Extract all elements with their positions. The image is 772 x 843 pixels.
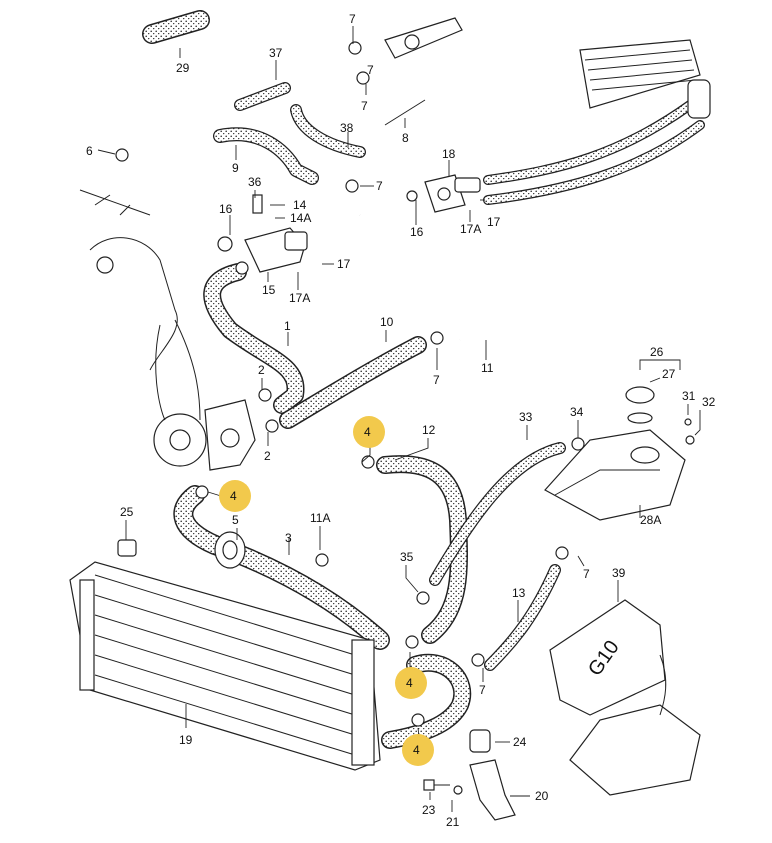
highlight-label: 4 (406, 676, 413, 690)
hose-10 (279, 336, 427, 429)
label-34: 34 (570, 405, 584, 419)
bolt-23 (423, 779, 450, 791)
label-7: 7 (349, 12, 356, 26)
label-17: 17 (487, 215, 501, 229)
heater-hoses (483, 100, 705, 205)
hose-clamps (115, 41, 695, 795)
label-37: 37 (269, 46, 283, 60)
label-10: 10 (380, 315, 394, 329)
label-7: 7 (376, 179, 383, 193)
label-26: 26 (650, 345, 664, 359)
label-19: 19 (179, 733, 193, 747)
highlight-label: 4 (364, 425, 371, 439)
engine-block (79, 189, 256, 471)
label-7: 7 (433, 373, 440, 387)
label-15: 15 (262, 283, 276, 297)
valve-top (384, 17, 463, 59)
label-29: 29 (176, 61, 190, 75)
label-2: 2 (264, 449, 271, 463)
rubber-mount-24 (469, 729, 491, 753)
label-17a: 17A (289, 291, 310, 305)
reservoir-39: G10 (549, 599, 701, 796)
label-14a: 14A (290, 211, 311, 225)
hose-1 (203, 263, 305, 414)
label-14: 14 (293, 198, 307, 212)
highlight-label: 4 (230, 489, 237, 503)
label-3: 3 (285, 531, 292, 545)
bracket-20 (469, 759, 516, 821)
highlighted-callouts: 4 4 4 4 (219, 416, 434, 766)
label-28a: 28A (640, 513, 661, 527)
flange-18 (424, 174, 481, 213)
heater-core (579, 39, 711, 119)
label-1: 1 (284, 319, 291, 333)
label-12: 12 (422, 423, 436, 437)
hose-37 (234, 82, 291, 111)
leader-lines (97, 26, 701, 812)
label-27: 27 (662, 367, 676, 381)
highlight-circle (353, 416, 385, 448)
label-11: 11 (481, 361, 494, 375)
highlight-circle (219, 480, 251, 512)
highlight-label: 4 (413, 743, 420, 757)
parts: G10 (69, 17, 711, 821)
label-13: 13 (512, 586, 526, 600)
grommet-25 (117, 539, 137, 557)
label-31: 31 (682, 389, 696, 403)
expansion-tank-28a (544, 386, 686, 521)
label-8: 8 (402, 131, 409, 145)
pipe-11 (359, 213, 492, 342)
hose-13 (484, 564, 561, 671)
label-2: 2 (258, 363, 265, 377)
label-18: 18 (442, 147, 456, 161)
thermostat-housing-15 (217, 194, 308, 273)
label-33: 33 (519, 410, 533, 424)
hose-33 (429, 442, 566, 586)
highlight-circle (402, 734, 434, 766)
cable-tie-8 (384, 99, 426, 126)
label-17a: 17A (460, 222, 481, 236)
radiator-19 (69, 561, 381, 771)
label-21: 21 (446, 815, 460, 829)
rubber-bush-5 (214, 531, 246, 569)
label-20: 20 (535, 789, 549, 803)
hose-12 (376, 455, 468, 644)
label-38: 38 (340, 121, 354, 135)
label-16: 16 (410, 225, 424, 239)
label-7: 7 (583, 567, 590, 581)
highlight-callout-4[interactable]: 4 (353, 416, 385, 448)
label-36: 36 (248, 175, 262, 189)
label-17: 17 (337, 257, 351, 271)
label-6: 6 (86, 144, 93, 158)
hoses (142, 10, 705, 749)
label-7: 7 (367, 63, 374, 77)
highlight-callout-4[interactable]: 4 (402, 734, 434, 766)
label-25: 25 (120, 505, 134, 519)
label-11a: 11A (310, 511, 330, 525)
hose-29 (142, 10, 210, 44)
label-24: 24 (513, 735, 527, 749)
label-32: 32 (702, 395, 716, 409)
highlight-callout-4[interactable]: 4 (395, 667, 427, 699)
label-7: 7 (479, 683, 486, 697)
highlight-circle (395, 667, 427, 699)
label-5: 5 (232, 513, 239, 527)
highlight-callout-4[interactable]: 4 (219, 480, 251, 512)
hose-38 (290, 104, 366, 158)
label-9: 9 (232, 161, 239, 175)
lower-radiator-hose (381, 653, 472, 749)
label-35: 35 (400, 550, 414, 564)
label-7: 7 (361, 99, 368, 113)
label-16: 16 (219, 202, 233, 216)
part-labels: 29 7 37 7 7 8 6 38 9 18 7 36 14 14A 16 1… (86, 12, 716, 829)
hose-9 (213, 127, 319, 185)
label-39: 39 (612, 566, 626, 580)
label-23: 23 (422, 803, 436, 817)
